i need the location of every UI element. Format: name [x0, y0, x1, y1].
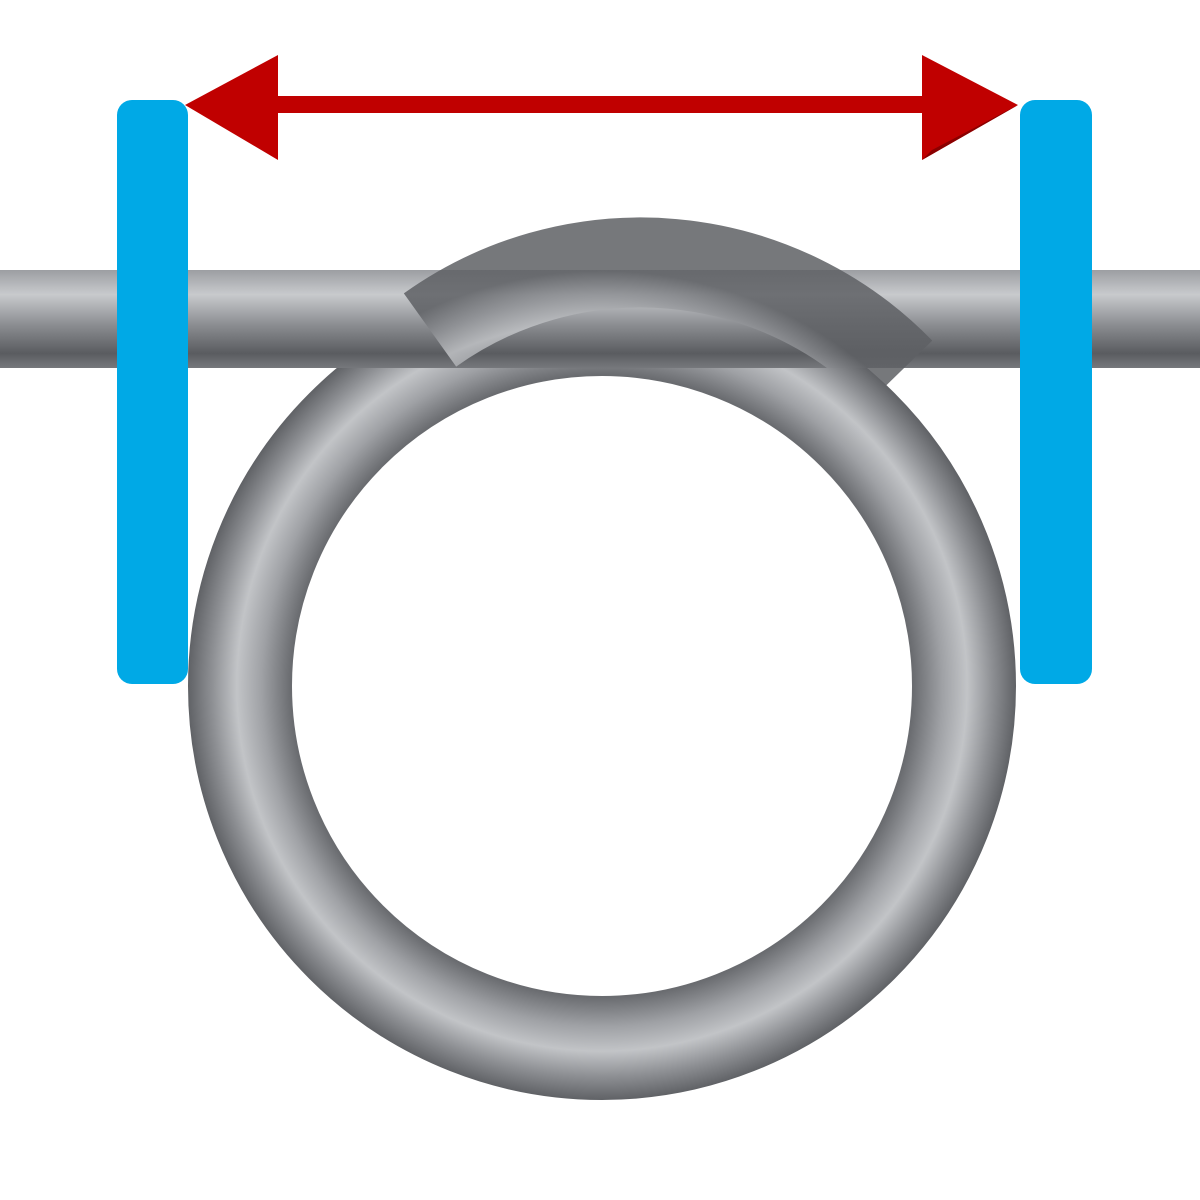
wire-loop-overlap: [403, 217, 933, 404]
right-measurement-bar: [1020, 100, 1092, 684]
arrow-head-left: [185, 55, 278, 160]
left-measurement-bar: [117, 100, 188, 684]
double-headed-arrow: [185, 55, 1018, 160]
wire-loop: [188, 272, 1016, 1100]
arrow-shaft: [270, 96, 930, 113]
arrow-head-right: [922, 55, 1018, 160]
arrow-head-right-shade: [922, 105, 1018, 160]
